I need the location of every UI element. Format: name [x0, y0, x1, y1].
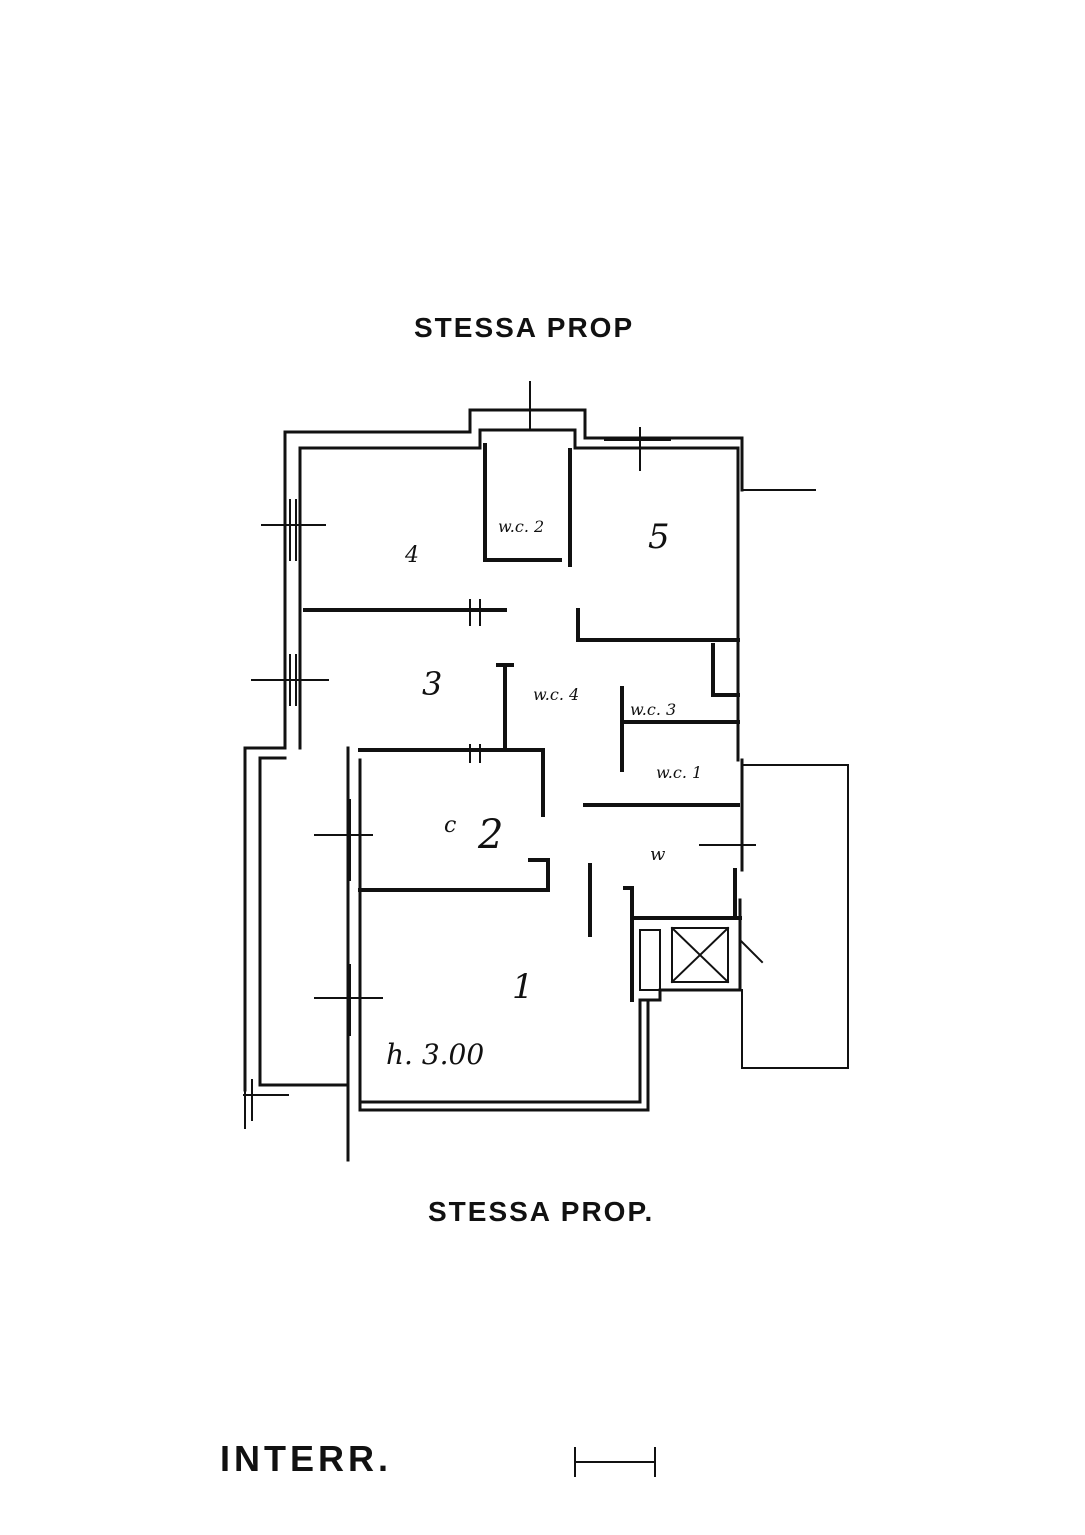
- outer-walls: [243, 408, 744, 1162]
- room-label-2: 2: [477, 812, 503, 858]
- ceiling-height-note: h. 3.00: [386, 1038, 484, 1071]
- scale-bar: [574, 1447, 656, 1477]
- room-label-3: 3: [422, 665, 442, 703]
- top-neighbor-label: STESSA PROP: [414, 312, 635, 343]
- room-label-5: 5: [648, 517, 670, 557]
- room-label-1: 1: [512, 967, 534, 1007]
- room-label-4: 4: [404, 543, 419, 568]
- bath-label-2: w.c. 2: [498, 517, 544, 536]
- bath-label-3: w.c. 3: [630, 700, 676, 719]
- bottom-neighbor-label: STESSA PROP.: [428, 1196, 655, 1227]
- interior-walls: [303, 443, 742, 1002]
- balconies: [244, 489, 849, 1129]
- elevator: [639, 926, 730, 991]
- floor-label: INTERR.: [220, 1438, 392, 1479]
- bath-label-4: w.c. 4: [533, 685, 579, 704]
- windows: [243, 381, 764, 1121]
- room-label-c: c: [444, 813, 456, 838]
- bath-label-1: w.c. 1: [656, 763, 702, 782]
- bath-label-5: w: [650, 844, 666, 865]
